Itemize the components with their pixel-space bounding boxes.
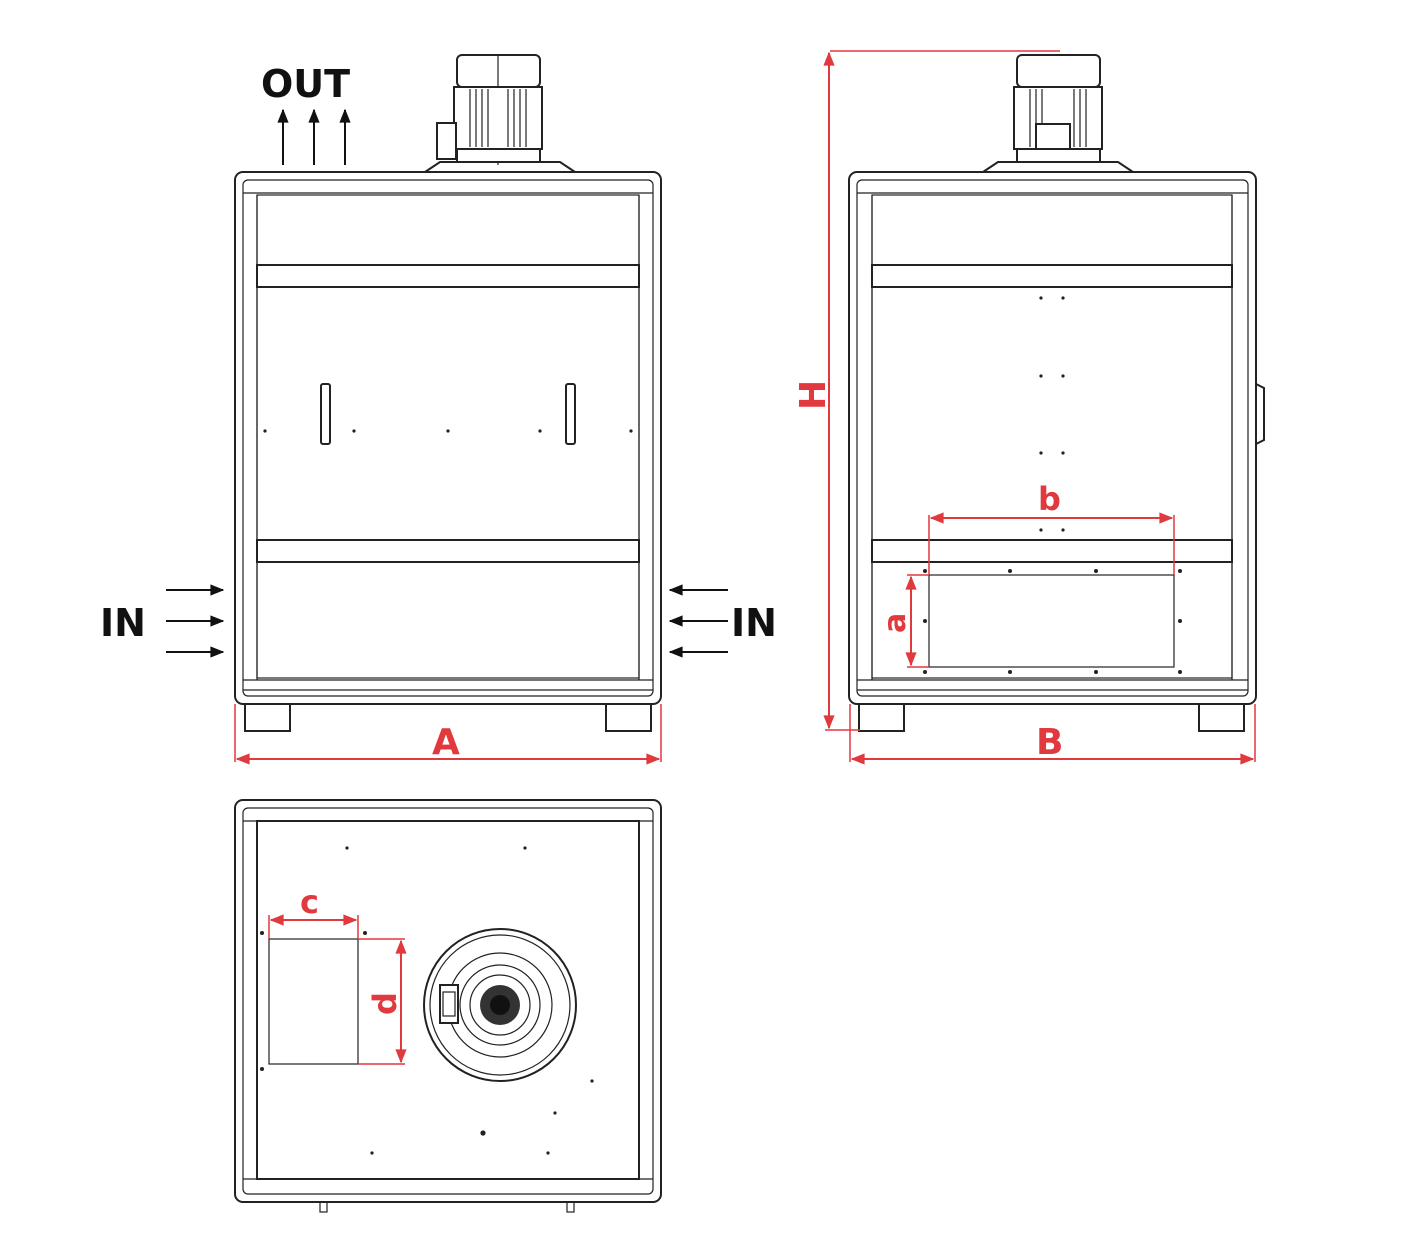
door-handle-left	[320, 383, 331, 445]
dim-a-label: A	[432, 722, 460, 763]
inlet-opening	[928, 574, 1175, 668]
dim-d-label: d	[366, 992, 404, 1015]
dim-c-label: c	[300, 883, 319, 921]
dimension-a-opening	[905, 574, 929, 668]
foot-right	[605, 703, 652, 732]
in-label-right: IN	[731, 601, 777, 645]
dimension-c	[268, 914, 359, 939]
in-label-left: IN	[100, 601, 146, 645]
inflow-arrows-right	[668, 584, 728, 658]
dimension-d	[358, 938, 407, 1065]
outlet-opening	[268, 938, 359, 1065]
dim-b-opening-label: b	[1038, 480, 1061, 518]
dim-b-label: B	[1036, 722, 1063, 763]
fan-motor	[436, 54, 543, 165]
dimension-a	[234, 704, 662, 765]
top-view: c d	[234, 799, 662, 1213]
inflow-arrows-left	[166, 584, 225, 658]
side-view: H B b a	[793, 50, 1265, 765]
dim-h-label: H	[793, 380, 834, 410]
fan-motor-side	[1013, 54, 1103, 163]
dim-a-opening-label: a	[878, 613, 913, 633]
outflow-arrows	[277, 108, 351, 165]
front-view: OUT IN IN A	[100, 54, 777, 765]
out-label: OUT	[261, 62, 350, 106]
dimension-b	[849, 704, 1256, 765]
door-handle-right	[565, 383, 576, 445]
dimension-b-opening	[928, 512, 1175, 575]
fan-top	[423, 928, 577, 1082]
foot-left	[244, 703, 291, 732]
dimension-h	[823, 50, 1060, 731]
